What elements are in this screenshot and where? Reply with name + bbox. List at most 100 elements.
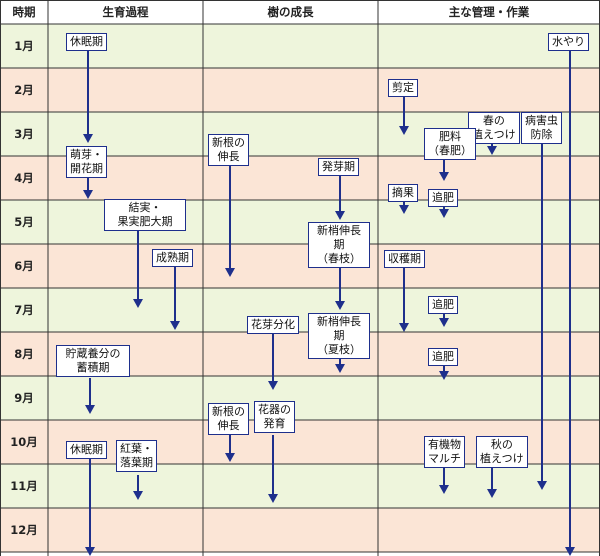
arrow-autumn-plant xyxy=(487,468,497,498)
arrow-harvest xyxy=(399,267,409,332)
label-ripening: 成熟期 xyxy=(152,249,193,267)
label-sprouting-flowering: 萌芽・ 開花期 xyxy=(66,146,107,178)
arrow-head xyxy=(439,318,449,327)
month-label-6: 6月 xyxy=(14,259,34,273)
arrow-root1 xyxy=(225,166,235,277)
header-background xyxy=(0,0,600,24)
month-label-3: 3月 xyxy=(14,127,34,141)
month-label-1: 1月 xyxy=(14,39,34,53)
label-flower-bud-differentiation: 花芽分化 xyxy=(247,316,299,334)
label-nutrient-storage: 貯蔵養分の 蓄積期 xyxy=(56,345,130,377)
month-label-12: 12月 xyxy=(10,523,38,537)
label-summer-shoot-growth: 新梢伸長期 （夏枝） xyxy=(308,313,370,359)
month-row-11 xyxy=(0,464,600,508)
header-tree-growth: 樹の成長 xyxy=(267,5,314,19)
label-top-dressing-3: 追肥 xyxy=(428,348,458,366)
arrow-head xyxy=(439,485,449,494)
month-label-7: 7月 xyxy=(14,303,34,317)
label-dormant-period-2: 休眠期 xyxy=(66,441,107,459)
arrow-dormant1 xyxy=(83,50,93,143)
label-pest-control: 病害虫 防除 xyxy=(521,112,562,144)
label-new-root-growth-2: 新根の 伸長 xyxy=(208,403,249,435)
arrow-head xyxy=(85,405,95,414)
label-top-dressing-2: 追肥 xyxy=(428,296,458,314)
label-budding: 発芽期 xyxy=(318,158,359,176)
label-autumn-leaves: 紅葉・ 落葉期 xyxy=(116,440,157,472)
month-row-12 xyxy=(0,508,600,552)
label-organic-mulch: 有機物 マルチ xyxy=(424,436,465,468)
arrow-sprout xyxy=(83,178,93,199)
arrow-head xyxy=(83,134,93,143)
arrow-head xyxy=(133,299,143,308)
arrow-bud xyxy=(335,175,345,220)
arrow-water xyxy=(565,50,575,556)
month-row-5 xyxy=(0,200,600,244)
month-label-2: 2月 xyxy=(14,83,34,97)
arrow-head xyxy=(268,494,278,503)
label-autumn-planting: 秋の 植えつけ xyxy=(476,436,528,468)
label-watering: 水やり xyxy=(548,33,589,51)
month-label-11: 11月 xyxy=(10,479,38,493)
month-label-8: 8月 xyxy=(14,347,34,361)
arrow-ripe xyxy=(170,266,180,330)
month-row-6 xyxy=(0,244,600,288)
arrow-root2 xyxy=(225,435,235,462)
arrow-prune xyxy=(399,96,409,135)
arrow-head xyxy=(225,453,235,462)
arrow-head xyxy=(83,190,93,199)
label-pruning: 剪定 xyxy=(388,79,418,97)
month-label-4: 4月 xyxy=(14,171,34,185)
label-top-dressing-1: 追肥 xyxy=(428,189,458,207)
arrow-head xyxy=(487,489,497,498)
label-spring-fertilizer: 肥料 （春肥） xyxy=(424,128,476,160)
arrow-head xyxy=(439,172,449,181)
arrow-fert xyxy=(439,160,449,181)
arrow-spring-plant xyxy=(487,144,497,155)
label-harvest: 収穫期 xyxy=(384,250,425,268)
arrow-head xyxy=(85,547,95,556)
month-label-10: 10月 xyxy=(10,435,38,449)
arrow-head xyxy=(565,547,575,556)
arrow-head xyxy=(225,268,235,277)
arrow-pest xyxy=(537,144,547,490)
header-management: 主な管理・作業 xyxy=(448,5,530,19)
arrow-head xyxy=(268,381,278,390)
arrow-head xyxy=(399,126,409,135)
arrow-head xyxy=(399,323,409,332)
arrow-head xyxy=(399,205,409,214)
arrow-dormant2 xyxy=(85,457,95,556)
arrow-head xyxy=(335,364,345,373)
arrow-head xyxy=(439,209,449,218)
month-label-9: 9月 xyxy=(14,391,34,405)
label-dormant-period-1: 休眠期 xyxy=(66,33,107,51)
arrow-thin xyxy=(399,200,409,214)
month-row-2 xyxy=(0,68,600,112)
month-label-5: 5月 xyxy=(14,215,34,229)
label-spring-shoot-growth: 新梢伸長期 （春枝） xyxy=(308,222,370,268)
arrow-flowerbud xyxy=(268,333,278,390)
arrow-organ xyxy=(268,435,278,503)
label-flower-organ-development: 花器の 発育 xyxy=(254,401,295,433)
arrow-topdress3 xyxy=(439,364,449,380)
header-growth-process: 生育過程 xyxy=(102,5,149,19)
header-period: 時期 xyxy=(12,5,36,19)
label-new-root-growth-1: 新根の 伸長 xyxy=(208,134,249,166)
arrow-head xyxy=(487,146,497,155)
arrow-head xyxy=(335,301,345,310)
label-fruit-thinning: 摘果 xyxy=(388,184,418,202)
arrow-leaves xyxy=(133,475,143,500)
arrow-topdress2 xyxy=(439,312,449,327)
arrow-head xyxy=(537,481,547,490)
month-row-7 xyxy=(0,288,600,332)
arrow-fruit xyxy=(133,231,143,308)
arrow-head xyxy=(335,211,345,220)
arrow-head xyxy=(439,371,449,380)
arrow-store xyxy=(85,378,95,414)
arrow-mulch xyxy=(439,468,449,494)
month-row-9 xyxy=(0,376,600,420)
arrow-head xyxy=(133,491,143,500)
label-fruit-set-enlargement: 結実・ 果実肥大期 xyxy=(104,199,186,231)
label-spring-planting: 春の 植えつけ xyxy=(468,112,520,144)
